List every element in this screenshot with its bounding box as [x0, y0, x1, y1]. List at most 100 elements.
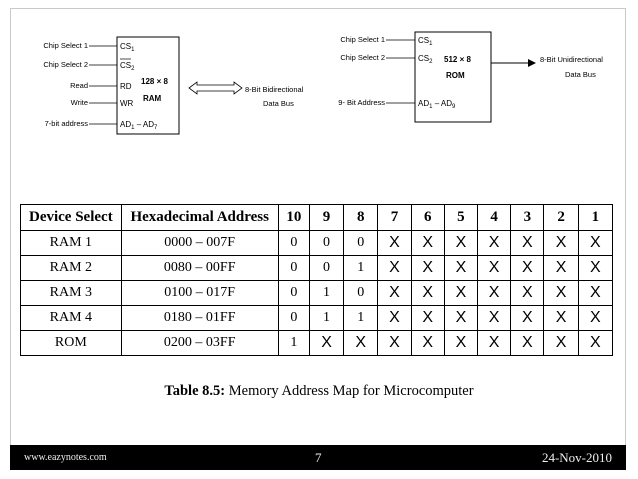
- ram-pin-label-cs2: Chip Select 2: [43, 60, 88, 69]
- hex-address-cell: 0000 – 007F: [120, 230, 279, 256]
- header-bit: 4: [477, 204, 512, 231]
- svg-text:CS2: CS2: [418, 54, 433, 65]
- address-bit-cell: X: [410, 255, 445, 281]
- device-select-cell: ROM: [20, 330, 122, 356]
- ram-size: 128 × 8: [141, 77, 168, 86]
- address-bit-cell: 0: [277, 280, 310, 306]
- address-bit-cell: 1: [343, 255, 379, 281]
- address-bit-cell: X: [443, 330, 479, 356]
- ram-pin-label-address: 7-bit address: [45, 119, 89, 128]
- address-bit-cell: X: [443, 305, 479, 331]
- address-bit-cell: X: [443, 230, 479, 256]
- address-bit-cell: 0: [277, 305, 310, 331]
- address-bit-cell: 0: [308, 230, 345, 256]
- svg-text:AD1 – AD7: AD1 – AD7: [120, 120, 158, 131]
- header-bit: 5: [443, 204, 479, 231]
- rom-pin-label-address: 9- Bit Address: [338, 98, 385, 107]
- header-bit: 7: [377, 204, 412, 231]
- ram-bus-label-line1: 8-Bit Bidirectional: [245, 85, 304, 94]
- ram-chip-diagram: Chip Select 1 Chip Select 2 Read Write 7…: [43, 36, 304, 135]
- hex-address-cell: 0100 – 017F: [120, 280, 279, 306]
- address-bit-cell: 0: [343, 280, 379, 306]
- address-bit-cell: X: [443, 280, 479, 306]
- rom-size: 512 × 8: [444, 55, 471, 64]
- bidirectional-bus-arrow: [188, 81, 243, 95]
- memory-address-map-table: Device Select Hexadecimal Address 10 9 8…: [20, 204, 614, 356]
- address-bit-cell: X: [543, 330, 579, 356]
- address-bit-cell: X: [410, 230, 445, 256]
- address-bit-cell: X: [410, 305, 445, 331]
- address-bit-cell: X: [543, 280, 579, 306]
- address-bit-cell: X: [543, 230, 579, 256]
- address-bit-cell: X: [308, 330, 345, 356]
- slide-footer: www.eazynotes.com 7 24-Nov-2010: [10, 445, 626, 470]
- address-bit-cell: X: [577, 280, 614, 306]
- table-caption: Table 8.5: Memory Address Map for Microc…: [0, 383, 638, 400]
- address-bit-cell: X: [477, 305, 512, 331]
- header-device-select: Device Select: [20, 204, 122, 231]
- header-bit: 9: [308, 204, 345, 231]
- header-bit: 1: [577, 204, 614, 231]
- hex-address-cell: 0200 – 03FF: [120, 330, 279, 356]
- address-bit-cell: X: [510, 305, 545, 331]
- caption-text: Memory Address Map for Microcomputer: [225, 383, 474, 399]
- address-bit-cell: 0: [277, 230, 310, 256]
- address-bit-cell: X: [477, 230, 512, 256]
- header-hex-address: Hexadecimal Address: [120, 204, 279, 231]
- address-bit-cell: X: [410, 280, 445, 306]
- device-select-cell: RAM 3: [20, 280, 122, 306]
- rom-bus-label-line2: Data Bus: [565, 70, 596, 79]
- device-select-cell: RAM 1: [20, 230, 122, 256]
- address-bit-cell: X: [377, 330, 412, 356]
- address-bit-cell: 0: [277, 255, 310, 281]
- rom-pin-label-cs1: Chip Select 1: [340, 35, 385, 44]
- unidirectional-bus-arrowhead: [528, 59, 536, 67]
- address-bit-cell: X: [510, 280, 545, 306]
- address-bit-cell: X: [477, 255, 512, 281]
- ram-pin-label-read: Read: [70, 81, 88, 90]
- rom-name: ROM: [446, 71, 465, 80]
- hex-address-cell: 0180 – 01FF: [120, 305, 279, 331]
- footer-site: www.eazynotes.com: [24, 452, 107, 463]
- ram-name: RAM: [143, 94, 162, 103]
- address-bit-cell: X: [377, 305, 412, 331]
- memory-chip-diagrams: Chip Select 1 Chip Select 2 Read Write 7…: [43, 31, 603, 135]
- ram-bus-label-line2: Data Bus: [263, 99, 294, 108]
- svg-text:CS1: CS1: [120, 42, 135, 53]
- svg-text:CS1: CS1: [418, 36, 433, 47]
- device-select-cell: RAM 2: [20, 255, 122, 281]
- address-bit-cell: 1: [343, 305, 379, 331]
- address-bit-cell: X: [377, 280, 412, 306]
- address-bit-cell: X: [510, 330, 545, 356]
- address-bit-cell: X: [377, 255, 412, 281]
- address-bit-cell: X: [577, 255, 614, 281]
- address-bit-cell: X: [410, 330, 445, 356]
- header-bit: 8: [343, 204, 379, 231]
- address-bit-cell: X: [577, 330, 614, 356]
- address-bit-cell: X: [510, 255, 545, 281]
- ram-chip-box: [116, 36, 180, 135]
- rom-chip-diagram: Chip Select 1 Chip Select 2 9- Bit Addre…: [338, 31, 603, 123]
- header-bit: 3: [510, 204, 545, 231]
- ram-pin-label-cs1: Chip Select 1: [43, 41, 88, 50]
- address-bit-cell: 1: [277, 330, 310, 356]
- svg-text:AD1 – AD9: AD1 – AD9: [418, 99, 456, 110]
- rom-pin-label-cs2: Chip Select 2: [340, 53, 385, 62]
- address-bit-cell: X: [343, 330, 379, 356]
- svg-text:CS2: CS2: [120, 61, 135, 72]
- address-bit-cell: 0: [308, 255, 345, 281]
- address-bit-cell: X: [377, 230, 412, 256]
- ram-pin-label-write: Write: [71, 98, 88, 107]
- caption-label: Table 8.5:: [164, 383, 226, 399]
- address-bit-cell: X: [443, 255, 479, 281]
- svg-text:WR: WR: [120, 99, 134, 108]
- svg-text:RD: RD: [120, 82, 132, 91]
- address-bit-cell: X: [543, 255, 579, 281]
- rom-bus-label-line1: 8-Bit Unidirectional: [540, 55, 603, 64]
- address-bit-cell: 1: [308, 280, 345, 306]
